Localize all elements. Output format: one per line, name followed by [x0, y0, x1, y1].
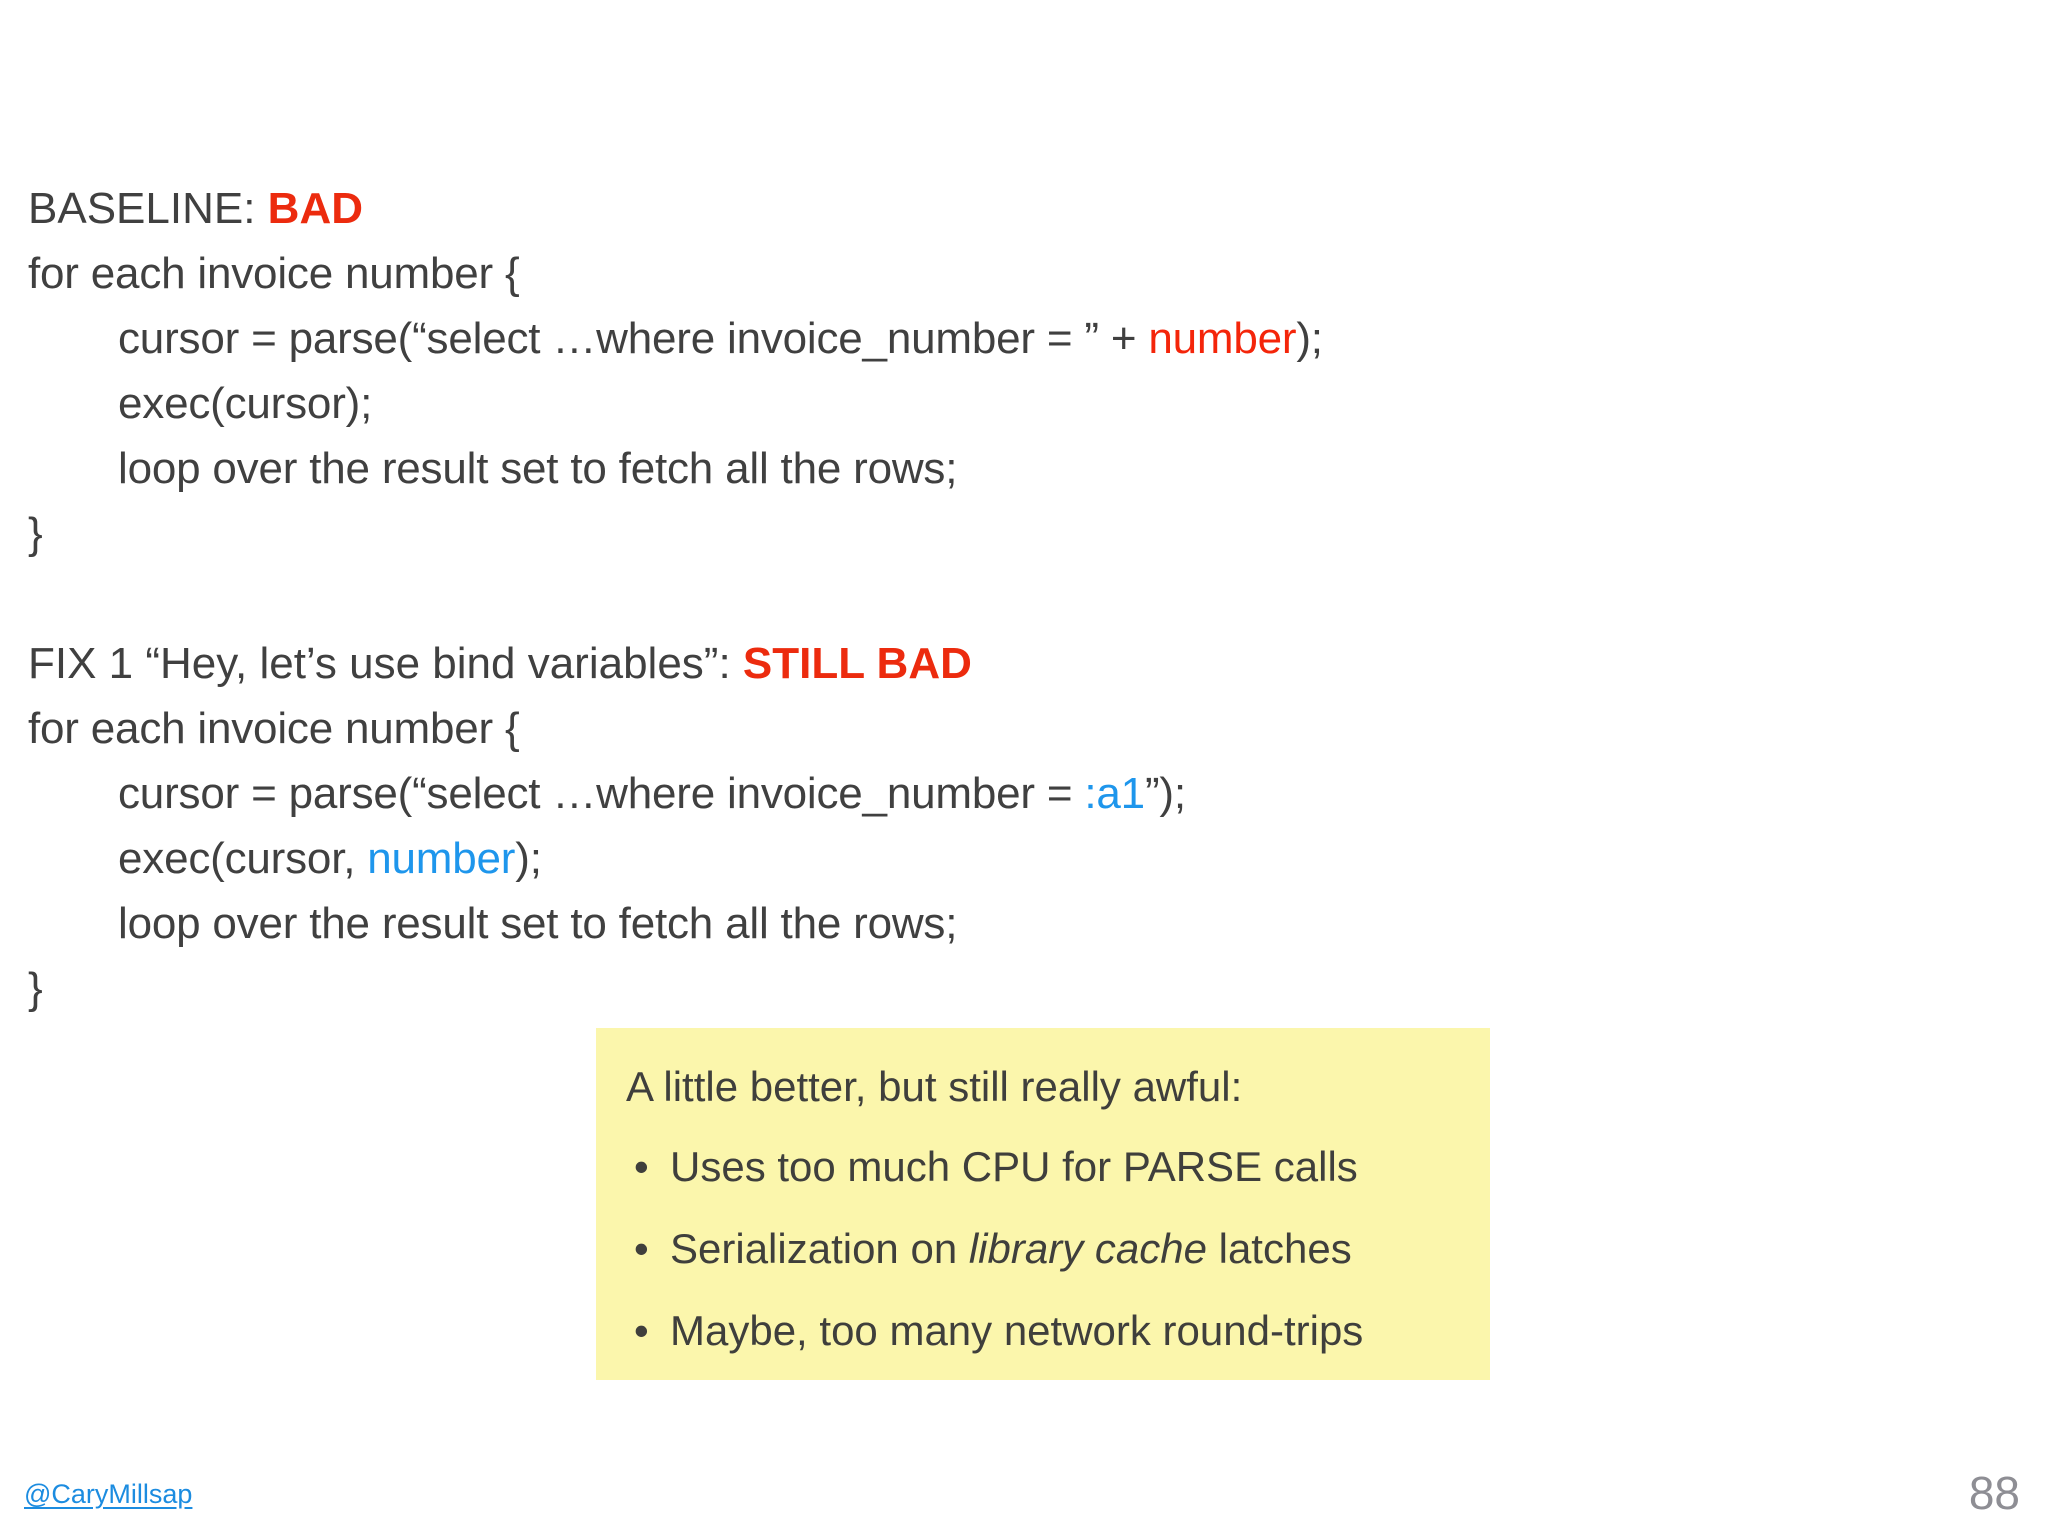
- list-item-text-pre: Serialization on: [670, 1225, 969, 1272]
- code-content: BASELINE: BAD for each invoice number { …: [28, 176, 1988, 1021]
- callout-box: A little better, but still really awful:…: [596, 1028, 1490, 1380]
- baseline-line-close: }: [28, 509, 43, 558]
- fix1-line-cursor: cursor = parse(“select …where invoice_nu…: [28, 761, 1988, 826]
- bullet-icon: •: [634, 1143, 649, 1190]
- fix1-cursor-suffix: ”);: [1144, 769, 1186, 818]
- fix1-verdict-badge: STILL BAD: [742, 639, 972, 688]
- baseline-heading-label: BASELINE:: [28, 184, 268, 233]
- baseline-cursor-prefix: cursor = parse(“select …where invoice_nu…: [118, 314, 1149, 363]
- fix1-heading: FIX 1 “Hey, let’s use bind variables”: S…: [28, 631, 1988, 696]
- callout-bullet-list: • Uses too much CPU for PARSE calls • Seri…: [626, 1142, 1460, 1356]
- list-item: • Serialization on library cache latches: [626, 1224, 1460, 1274]
- list-item-text-pre: Uses too much CPU for PARSE calls: [670, 1143, 1358, 1190]
- baseline-verdict-badge: BAD: [267, 184, 363, 233]
- fix1-line-close: }: [28, 964, 43, 1013]
- baseline-line-open: for each invoice number {: [28, 249, 520, 298]
- baseline-cursor-token: number: [1148, 314, 1297, 363]
- fix1-cursor-bind-token: :a1: [1084, 769, 1145, 818]
- baseline-cursor-suffix: );: [1296, 314, 1323, 363]
- callout-heading: A little better, but still really awful:: [626, 1063, 1243, 1110]
- list-item-text-post: latches: [1206, 1225, 1352, 1272]
- twitter-handle-link[interactable]: @CaryMillsap: [24, 1479, 193, 1509]
- fix1-heading-label: FIX 1 “Hey, let’s use bind variables”:: [28, 639, 743, 688]
- fix1-cursor-prefix: cursor = parse(“select …where invoice_nu…: [118, 769, 1085, 818]
- fix1-exec-token: number: [367, 834, 516, 883]
- fix1-exec-prefix: exec(cursor,: [118, 834, 368, 883]
- fix1-line-open: for each invoice number {: [28, 704, 520, 753]
- baseline-line-exec: exec(cursor);: [118, 379, 373, 428]
- list-item-text-italic: library cache: [968, 1225, 1207, 1272]
- baseline-heading: BASELINE: BAD: [28, 176, 1988, 241]
- bullet-icon: •: [634, 1307, 649, 1354]
- baseline-line-loop: loop over the result set to fetch all th…: [118, 444, 958, 493]
- page-number: 88: [1968, 1467, 2020, 1519]
- list-item: • Uses too much CPU for PARSE calls: [626, 1142, 1460, 1192]
- fix1-line-loop: loop over the result set to fetch all th…: [118, 899, 958, 948]
- baseline-line-cursor: cursor = parse(“select …where invoice_nu…: [28, 306, 1988, 371]
- bullet-icon: •: [634, 1225, 649, 1272]
- block-separator: [28, 566, 1988, 631]
- fix1-line-exec: exec(cursor, number);: [28, 826, 1988, 891]
- list-item-text-pre: Maybe, too many network round-trips: [670, 1307, 1364, 1354]
- list-item: • Maybe, too many network round-trips: [626, 1306, 1460, 1356]
- fix1-exec-suffix: );: [515, 834, 542, 883]
